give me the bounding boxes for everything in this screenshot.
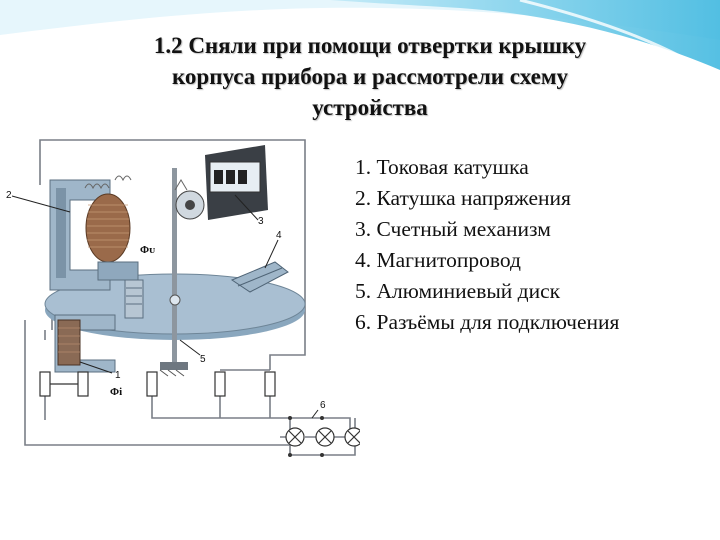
title-line: корпуса прибора и рассмотрели схему	[171, 64, 569, 89]
legend-item: 5. Алюминиевый диск	[355, 279, 561, 303]
voltage-coil-icon	[85, 193, 131, 263]
flux-voltage-label: Φᴜ	[140, 244, 155, 256]
callout-5: 5	[200, 354, 206, 365]
callout-3: 3	[258, 216, 264, 227]
disk-shaft	[172, 168, 177, 363]
slide-title: 1.2 Сняли при помощи отвертки крышку кор…	[60, 30, 680, 123]
title-line: устройства	[312, 95, 428, 120]
terminals	[39, 371, 276, 397]
parts-legend: 1. Токовая катушка 2. Катушка напряжения…	[355, 152, 619, 338]
meter-diagram: 2 3 4 5 1 6 Φᴜ Φi	[6, 139, 360, 457]
callout-1: 1	[115, 370, 121, 381]
brake-magnet	[230, 261, 289, 293]
voltage-coil-assembly	[49, 175, 139, 291]
callout-6: 6	[320, 400, 326, 411]
title-line: 1.2 Сняли при помощи отвертки крышку	[153, 33, 587, 58]
legend-item: 4. Магнитопровод	[355, 248, 521, 272]
legend-item: 2. Катушка напряжения	[355, 186, 571, 210]
header-wave-accent	[330, 0, 720, 70]
callout-4: 4	[276, 230, 282, 241]
flux-current-label: Φi	[110, 386, 122, 398]
counting-mechanism	[174, 145, 268, 220]
current-coil-assembly	[54, 279, 144, 373]
lamp-icons	[285, 427, 360, 447]
legend-item: 3. Счетный механизм	[355, 217, 551, 241]
callout-2: 2	[6, 190, 12, 201]
legend-item: 1. Токовая катушка	[355, 155, 529, 179]
legend-item: 6. Разъёмы для подключения	[355, 310, 620, 334]
